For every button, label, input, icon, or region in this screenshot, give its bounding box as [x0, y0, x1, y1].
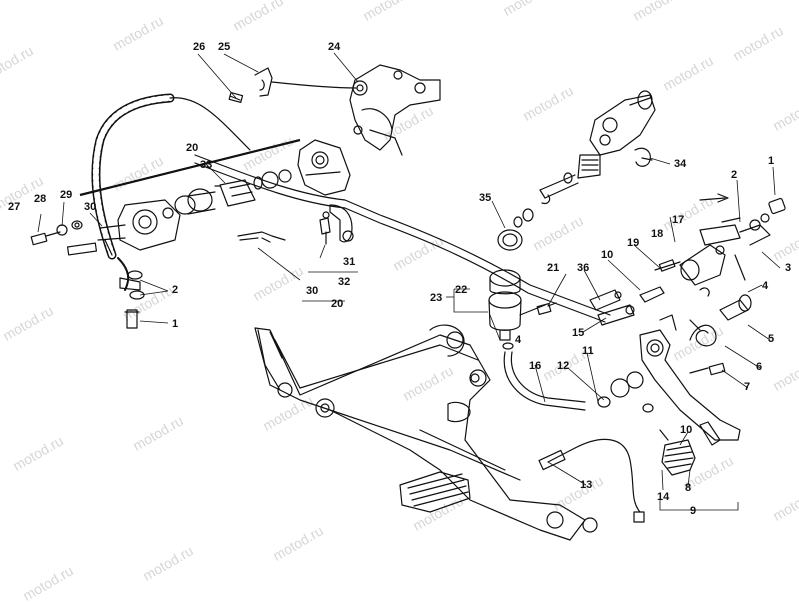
callout-c17: 17: [672, 214, 684, 226]
callout-c5: 5: [768, 333, 774, 345]
callout-c4b: 4: [762, 280, 769, 292]
callout-c8: 8: [685, 482, 691, 494]
callout-c6: 6: [756, 361, 762, 373]
callout-c10a: 10: [601, 249, 613, 261]
clip-and-bolt: [228, 67, 357, 104]
footpeg: [399, 471, 471, 513]
callout-c1a: 1: [172, 318, 178, 330]
callout-c35: 35: [479, 192, 491, 204]
callout-c30a: 30: [84, 201, 96, 213]
master-cylinder: [577, 90, 656, 179]
rear-brake-rod: [194, 154, 611, 323]
pedal-bolt: [689, 362, 726, 376]
callout-c26: 26: [193, 41, 205, 53]
callout-c19: 19: [627, 237, 639, 249]
callout-c27: 27: [8, 201, 20, 213]
callout-c21: 21: [547, 262, 559, 274]
callout-c11: 11: [582, 345, 594, 357]
brake-pedal-lever: [639, 314, 741, 446]
fluid-reservoir: [488, 269, 546, 350]
callout-c36: 36: [577, 262, 589, 274]
callout-c1b: 1: [768, 155, 774, 167]
callout-c24: 24: [328, 41, 341, 53]
banjo-bolt-washers: [124, 270, 145, 329]
callout-c20b: 20: [331, 298, 343, 310]
callout-c33: 33: [200, 159, 212, 171]
callout-c30b: 30: [306, 285, 318, 297]
washers-spacers: [597, 371, 654, 413]
callout-c4a: 4: [515, 334, 522, 346]
pivot-and-spring: [689, 294, 752, 347]
caliper-bolts: [30, 220, 83, 246]
footrest-hanger-bracket: [349, 64, 441, 156]
callout-c34: 34: [674, 158, 687, 170]
rod-end-parts: [589, 289, 635, 326]
reservoir-bolt: [536, 302, 557, 316]
callout-c15: 15: [572, 327, 584, 339]
callout-c7: 7: [744, 381, 750, 393]
brake-switch-assembly: [639, 193, 786, 303]
rubber-boot-spring: [659, 429, 696, 476]
callout-c9: 9: [690, 505, 696, 517]
callout-c22: 22: [455, 284, 467, 296]
piston-seal-set: [174, 169, 292, 243]
callout-c25: 25: [218, 41, 230, 53]
braided-brake-hose: [91, 93, 251, 291]
callout-c2a: 2: [172, 284, 178, 296]
callout-c12: 12: [557, 360, 569, 372]
callout-c31: 31: [343, 256, 355, 268]
rear-caliper: [66, 199, 181, 256]
callout-c3: 3: [785, 262, 791, 274]
callout-c10b: 10: [680, 424, 692, 436]
callout-c18: 18: [651, 228, 663, 240]
callout-c32: 32: [338, 276, 350, 288]
callout-c28: 28: [34, 193, 46, 205]
callout-c23: 23: [430, 292, 442, 304]
frame-rear-set-bracket: [254, 324, 598, 541]
brake-light-switch-cable: [538, 438, 645, 523]
callout-c20a: 20: [186, 142, 198, 154]
leader-lines: [37, 52, 781, 511]
callout-c2b: 2: [731, 169, 737, 181]
reservoir-hose: [503, 351, 586, 411]
pushrod-assembly: [497, 172, 579, 251]
callout-c14: 14: [657, 491, 670, 503]
callout-c16: 16: [529, 360, 541, 372]
callout-c29: 29: [60, 189, 72, 201]
caliper-bracket: [297, 139, 354, 245]
callout-c13: 13: [580, 479, 592, 491]
